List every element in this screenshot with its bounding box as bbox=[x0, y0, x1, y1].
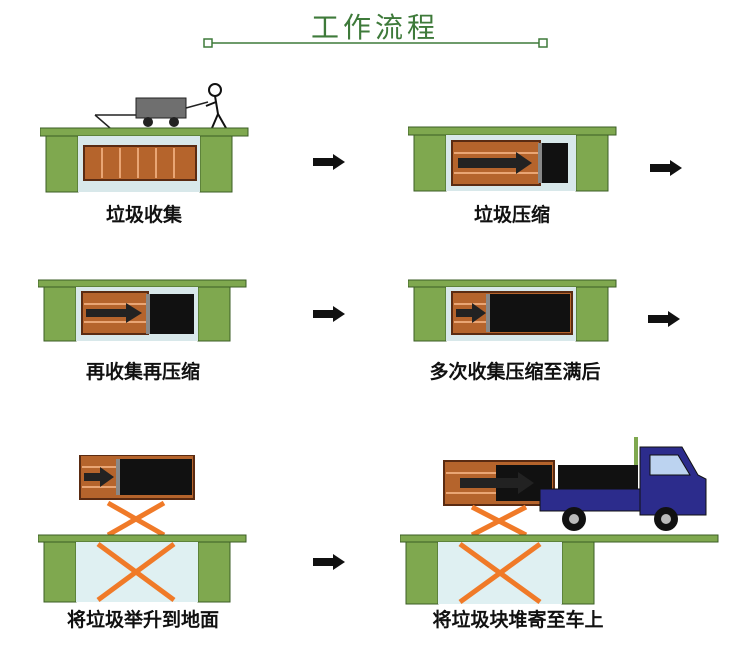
arrow-right-icon bbox=[313, 154, 345, 170]
arrow-right-icon bbox=[313, 306, 345, 322]
step-1-scene bbox=[40, 83, 249, 193]
arrow-right-icon bbox=[313, 554, 345, 570]
step-5-scene bbox=[38, 455, 247, 603]
truck-icon bbox=[539, 437, 707, 531]
step-6-scene bbox=[400, 437, 719, 605]
title-divider bbox=[203, 38, 548, 48]
step-3-caption: 再收集再压缩 bbox=[85, 361, 200, 383]
arrow-right-icon bbox=[650, 160, 682, 176]
step-2-scene bbox=[408, 126, 617, 192]
step-4-caption: 多次收集压缩至满后 bbox=[429, 361, 601, 383]
scissor-lift-icon bbox=[106, 500, 166, 538]
step-5-caption: 将垃圾举升到地面 bbox=[66, 609, 219, 631]
cart-icon bbox=[94, 97, 209, 129]
stick-figure-icon bbox=[205, 83, 227, 129]
step-3-scene bbox=[38, 279, 247, 342]
step-4-scene bbox=[408, 279, 617, 342]
collection-pit bbox=[40, 127, 249, 193]
page-title: 工作流程 bbox=[310, 11, 439, 44]
arrow-right-icon bbox=[648, 311, 680, 327]
step-2-caption: 垃圾压缩 bbox=[473, 204, 550, 226]
step-6-caption: 将垃圾块堆寄至车上 bbox=[432, 609, 604, 631]
step-1-caption: 垃圾收集 bbox=[105, 204, 182, 226]
